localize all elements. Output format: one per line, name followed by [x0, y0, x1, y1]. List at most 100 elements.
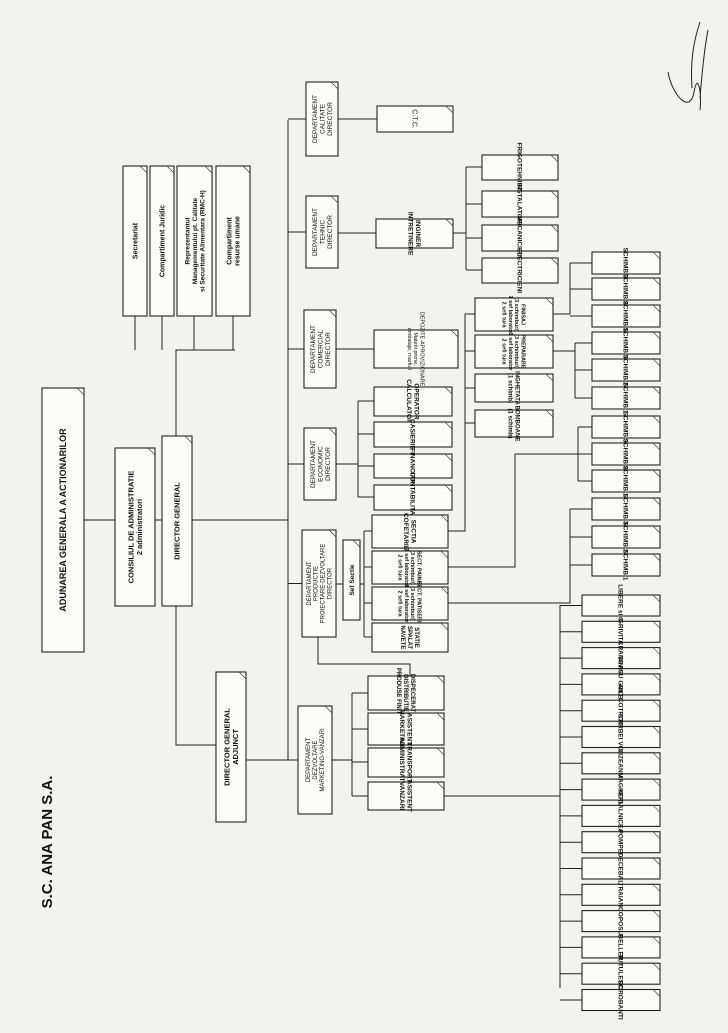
box-pa2: SCHIMB 2 [591, 438, 661, 470]
box-frame [591, 304, 661, 328]
box-label: C.T.C. [411, 109, 418, 129]
box-finisaj: FINISAJ(3 schimburi)1 sef laborator2 sef… [474, 296, 554, 335]
box-label-line: STATIE [413, 627, 419, 647]
box-label: SECT. PAINE(3 schimburi)1 sef laborator2… [397, 549, 422, 588]
corner-mark [652, 386, 661, 395]
box-frame [215, 165, 251, 317]
box-label: CASIERIE [409, 419, 416, 450]
box-label-line: NIC COTROCENI [617, 685, 624, 737]
box-frame [303, 427, 337, 501]
corner-mark [652, 621, 661, 629]
box-bomboane: BOMBOANE(1 schimb) [474, 406, 554, 441]
box-label-line: SCHIMB 3 [622, 327, 629, 358]
box-label-line: KOGALNICEANU [617, 789, 624, 842]
box-label: ASISTENTMARKETING [398, 709, 412, 748]
box-label-line: DIRECTOR [327, 215, 334, 249]
box-label-line: FINANCIAR [409, 448, 416, 484]
corner-mark [445, 105, 454, 114]
box-label: MECANICI-RM [516, 216, 523, 260]
company-title: S.C. ANA PAN S.A. [39, 776, 56, 909]
box-financiar: FINANCIAR [373, 448, 453, 484]
box-label-line: CONSILIUL DE ADMINISTRATIE [126, 471, 135, 584]
box-label-line: ECONOMIC [317, 446, 324, 482]
box-s-traian: TRAIAN [581, 883, 661, 907]
box-staff-ru: Compartimentresurse umane [215, 165, 251, 317]
box-label: INGINERINTRETINERE [406, 212, 420, 256]
box-s-pompei: POMPEI [581, 830, 661, 855]
corner-mark [652, 525, 661, 534]
corner-mark [550, 257, 559, 266]
corner-mark [436, 747, 445, 756]
corner-mark [652, 752, 661, 761]
box-label-line: ambalaje, marfuri [406, 328, 412, 371]
box-label-line: INTRETINERE [406, 212, 413, 256]
corner-mark [328, 309, 337, 318]
box-frame [373, 329, 459, 369]
box-label: STATIESPALATNAVETE [399, 626, 419, 650]
corner-mark [545, 409, 554, 418]
box-label: SCHIMB 2 [622, 438, 629, 469]
box-label-line: TEHNIC [319, 220, 326, 245]
box-label: SCHIMB 3 [622, 327, 629, 358]
corner-mark [652, 304, 661, 313]
box-frame [176, 165, 213, 317]
box-frame [373, 453, 453, 479]
box-label-line: SPALAT [406, 626, 412, 649]
box-s-dinicu: DINICU GOLESCU [581, 656, 661, 713]
box-label-line: MARKETING-VANZARI [320, 728, 326, 792]
box-label-line: (3 schimburi) [513, 297, 519, 332]
box-label-line: PREPARARE [520, 334, 526, 368]
box-label-line: ELECTRICIENI [516, 248, 523, 293]
box-pt1: SCHIMB 1 [591, 549, 661, 581]
box-instalatori: INSTALATORI [481, 183, 559, 225]
box-s-nic: NIC COTROCENI [581, 685, 661, 737]
corner-mark [444, 421, 453, 430]
corner-mark [330, 81, 339, 90]
box-electricieni: ELECTRICIENI [481, 248, 559, 293]
box-label-line: DEPARTAMENT [310, 440, 317, 488]
box-label-line: VANZARI [398, 782, 405, 811]
box-frame [297, 705, 333, 815]
box-label: FINISAJ(3 schimburi)1 sef laborator2 sef… [501, 296, 526, 335]
corner-mark [550, 224, 559, 233]
box-frame [581, 857, 661, 880]
box-frame [215, 671, 247, 823]
box-label: DINICU GOLESCU [617, 656, 624, 713]
box-frame [581, 831, 661, 854]
box-p1: SCHIMB 1 [591, 382, 661, 414]
box-label-line: CALITATE [319, 103, 326, 134]
connector-line [448, 453, 578, 568]
box-label-line: 1 sef laborator [403, 585, 409, 624]
box-frame [481, 224, 559, 252]
box-frame [114, 447, 156, 607]
box-label-line: SCHIMB 1 [622, 300, 629, 331]
box-label: FINANCIAR [409, 448, 416, 484]
box-s-coposu: COPOSU [581, 907, 661, 935]
box-label-line: TUTULESCU [617, 954, 624, 994]
box-frame [591, 331, 661, 355]
corner-mark [139, 165, 148, 174]
box-label-line: NAVETE [399, 626, 405, 650]
corner-mark [652, 962, 661, 971]
box-frame [591, 415, 661, 439]
corner-mark [652, 910, 661, 918]
connector-line [175, 349, 235, 436]
box-label: TRANSPORTADMINISTRATIV [398, 737, 412, 788]
box-frame [481, 154, 559, 181]
box-label-line: DECEBAL [617, 853, 624, 884]
box-label-line: DEPOZITE-APROVIZIONARE [418, 312, 424, 387]
box-label-line: (3 schimburi) [513, 334, 519, 369]
box-dga: DIRECTOR GENERALADJUNCT [215, 671, 247, 823]
corner-mark [652, 778, 661, 787]
box-label-line: ADMINISTRATIV [398, 737, 405, 788]
box-label: DEPARTAMENTPRODUCTIEPROIECTARE-DEZVOLTAR… [307, 544, 334, 624]
box-label-line: COFETARIE [402, 513, 409, 551]
box-frame [581, 647, 661, 670]
box-label: ELECTRICIENI [516, 248, 523, 293]
box-label: DIRECTOR GENERALADJUNCT [222, 708, 240, 786]
box-frame [591, 251, 661, 275]
corner-mark [652, 331, 661, 340]
box-label-line: SCHIMB 1 [622, 465, 629, 496]
corner-mark [652, 647, 661, 655]
connector-line [448, 314, 466, 532]
